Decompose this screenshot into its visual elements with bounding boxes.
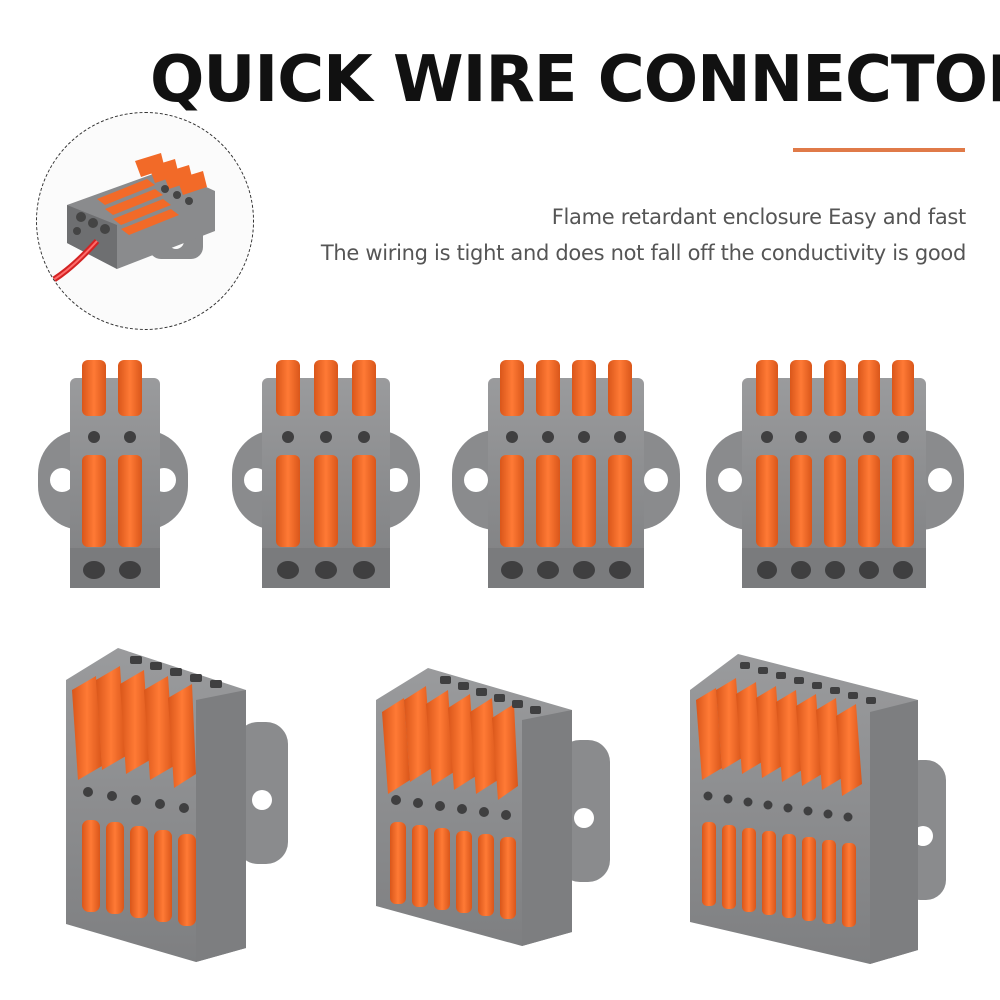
connector-6-way-stacked bbox=[376, 668, 610, 946]
connector-5-way-stacked bbox=[66, 648, 288, 962]
connector-2-port bbox=[38, 360, 188, 588]
wired-connector-illustration bbox=[37, 153, 215, 293]
page-title: QUICK WIRE CONNECTOR bbox=[150, 43, 1000, 117]
connector-5-port bbox=[706, 360, 964, 588]
connector-4-port bbox=[452, 360, 680, 588]
inset-wiring-photo bbox=[36, 112, 254, 330]
connector-3-port bbox=[232, 360, 420, 588]
title-underline bbox=[793, 148, 965, 152]
tagline-1: Flame retardant enclosure Easy and fast bbox=[551, 205, 967, 229]
connector-8-way-stacked bbox=[690, 654, 946, 964]
tagline-2: The wiring is tight and does not fall of… bbox=[320, 241, 966, 265]
